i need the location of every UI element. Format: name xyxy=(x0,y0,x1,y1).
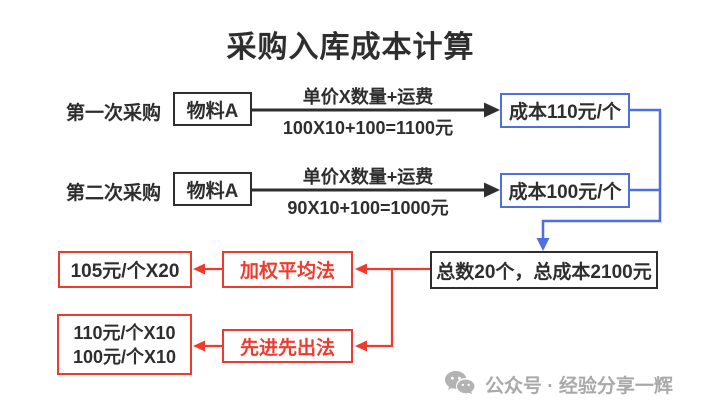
arrow-red-weighted-to-result xyxy=(193,263,222,275)
purchase2-cost-box: 成本100元/个 xyxy=(500,173,630,208)
arrow-red-summary-to-weighted xyxy=(355,263,430,275)
weighted-average-result-box: 105元/个X20 xyxy=(58,251,192,288)
weighted-average-result-text: 105元/个X20 xyxy=(70,261,180,282)
purchase1-formula-top: 单价X数量+运费 xyxy=(302,87,434,107)
weighted-average-method-box: 加权平均法 xyxy=(222,251,353,288)
watermark: 公众号 · 经验分享一辉 xyxy=(444,366,701,402)
purchase2-formula-bottom: 90X10+100=1000元 xyxy=(287,198,449,218)
purchase2-label: 第二次采购 xyxy=(66,183,162,204)
purchase1-cost-text: 成本110元/个 xyxy=(509,102,621,123)
wechat-icon xyxy=(445,371,475,395)
arrow-red-branch-to-fifo xyxy=(355,269,394,352)
purchase1-label: 第一次采购 xyxy=(66,103,162,124)
purchase2-formula-top: 单价X数量+运费 xyxy=(302,167,434,187)
fifo-result-line1: 110元/个X10 xyxy=(73,322,176,343)
fifo-result-box: 110元/个X10 100元/个X10 xyxy=(57,314,192,375)
purchase2-material-box: 物料A xyxy=(173,172,252,206)
purchase2-material-text: 物料A xyxy=(186,180,239,202)
fifo-method-text: 先进先出法 xyxy=(239,337,335,359)
watermark-text: 公众号 · 经验分享一辉 xyxy=(485,375,673,397)
page-title: 采购入库成本计算 xyxy=(226,31,475,64)
weighted-average-method-text: 加权平均法 xyxy=(239,261,335,282)
purchase1-cost-box: 成本110元/个 xyxy=(500,93,630,128)
summary-text: 总数20个，总成本2100元 xyxy=(436,261,652,283)
summary-box: 总数20个，总成本2100元 xyxy=(430,251,658,289)
fifo-result-line2: 100元/个X10 xyxy=(72,346,177,367)
arrow-red-fifo-to-result xyxy=(193,340,222,352)
purchase2-cost-text: 成本100元/个 xyxy=(508,182,622,203)
purchase1-material-box: 物料A xyxy=(173,92,252,126)
purchase1-material-text: 物料A xyxy=(186,100,239,122)
purchase1-formula-bottom: 100X10+100=1100元 xyxy=(282,118,454,138)
fifo-method-box: 先进先出法 xyxy=(222,329,353,363)
